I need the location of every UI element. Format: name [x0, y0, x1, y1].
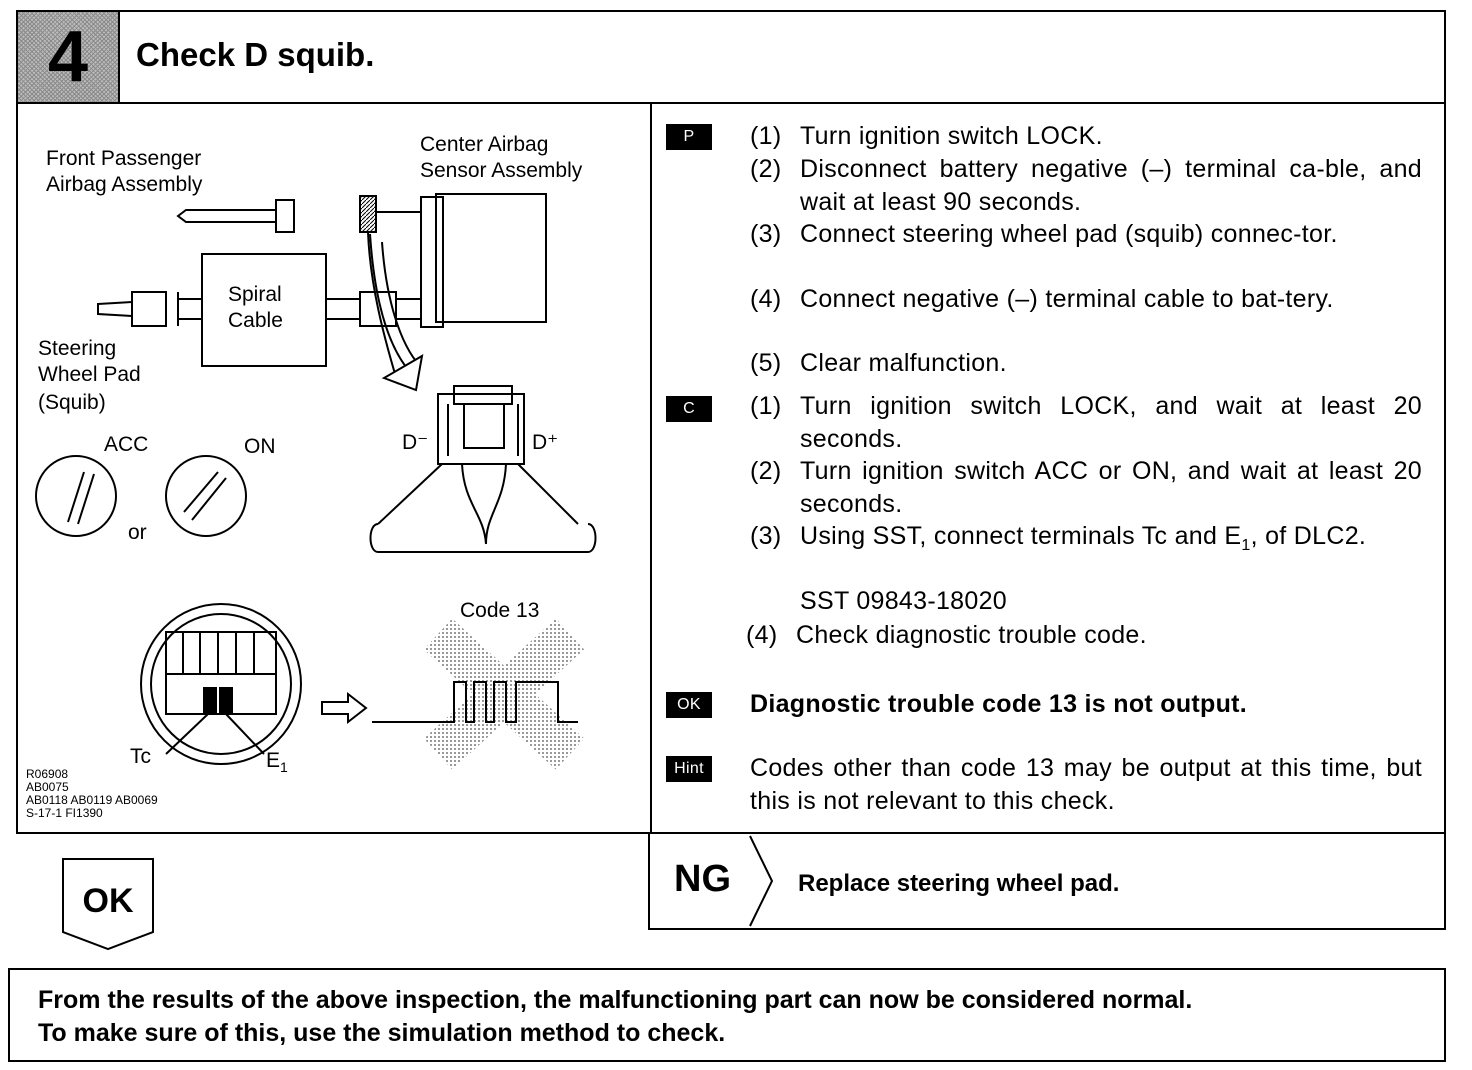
hollow-arrow [321, 691, 368, 725]
dlc2-connector [140, 603, 302, 765]
conclusion-line-1: From the results of the above inspection… [38, 986, 1193, 1014]
label-steering-3: (Squib) [38, 391, 106, 414]
main-panel: Front Passenger Airbag Assembly Center A… [16, 102, 1446, 834]
squib-connector [369, 385, 597, 553]
p-step-2: (2)Disconnect battery negative (–) termi… [750, 155, 1422, 216]
ng-chevron [749, 835, 774, 927]
label-d-plus: D⁺ [532, 431, 559, 454]
curved-arrow [369, 233, 424, 392]
p-step-3: (3)Connect steering wheel pad (squib) co… [750, 220, 1338, 248]
ok-arrow-shape [62, 858, 154, 951]
p-step-1: (1)Turn ignition switch LOCK. [750, 122, 1103, 150]
front-passenger-connector [176, 199, 295, 233]
ok-result-box: OK [62, 858, 154, 951]
center-airbag-sensor [359, 193, 547, 385]
label-code-13: Code 13 [460, 599, 540, 622]
label-on: ON [244, 435, 276, 458]
wiring-diagram [35, 193, 597, 770]
code-13-waveform [372, 618, 585, 770]
badge-ok: OK [666, 692, 712, 718]
conclusion-text: From the results of the above inspection… [38, 984, 1192, 1050]
c-step-3: (3)Using SST, connect terminals Tc and E… [750, 522, 1367, 554]
step-header: 4 Check D squib. [16, 10, 1446, 104]
label-spiral-2: Cable [228, 309, 283, 332]
label-steering: Steering [38, 337, 117, 360]
figure-ref-1: R06908 [26, 767, 69, 781]
badge-hint: Hint [666, 756, 712, 782]
p-step-5: (5)Clear malfunction. [750, 349, 1007, 377]
label-d-minus: D⁻ [402, 431, 429, 454]
ng-label: NG [674, 858, 731, 900]
p-step-4: (4)Connect negative (–) terminal cable t… [750, 285, 1334, 313]
on-key [183, 471, 227, 521]
ok-label: OK [82, 882, 134, 920]
figure-ref-2: AB0075 [26, 780, 69, 794]
label-front-passenger-2: Airbag Assembly [46, 173, 203, 196]
badge-c: C [666, 396, 712, 422]
wiring-illustration: Front Passenger Airbag Assembly Center A… [18, 104, 650, 832]
label-tc: Tc [130, 745, 151, 768]
label-center-sensor-2: Sensor Assembly [420, 159, 583, 182]
label-center-sensor: Center Airbag [420, 133, 549, 156]
c-step-2: (2)Turn ignition switch ACC or ON, and w… [750, 457, 1422, 518]
conclusion-line-2: To make sure of this, use the simulation… [38, 1019, 726, 1047]
badge-p: P [666, 124, 712, 150]
ng-result-box: NG Replace steering wheel pad. [648, 832, 1446, 930]
c-step-sst: SST 09843-18020 [800, 587, 1007, 615]
acc-key [67, 471, 95, 525]
label-front-passenger: Front Passenger [46, 147, 202, 170]
hint-text: Codes other than code 13 may be output a… [750, 754, 1422, 815]
figure-ref-3: AB0118 AB0119 AB0069 [26, 793, 158, 807]
conclusion-box: From the results of the above inspection… [8, 968, 1446, 1062]
c-step-1: (1)Turn ignition switch LOCK, and wait a… [750, 392, 1422, 453]
figure-ref-4: S-17-1 FI1390 [26, 806, 103, 820]
ng-action-text: Replace steering wheel pad. [798, 870, 1120, 897]
page-title: Check D squib. [136, 36, 375, 73]
label-steering-2: Wheel Pad [38, 363, 141, 386]
label-e1: E1 [266, 749, 288, 776]
label-or: or [128, 521, 147, 544]
label-acc: ACC [104, 433, 149, 456]
column-divider [650, 104, 652, 832]
label-spiral: Spiral [228, 283, 282, 306]
ok-result: Diagnostic trouble code 13 is not output… [750, 690, 1248, 718]
c-step-4: (4)Check diagnostic trouble code. [746, 621, 1147, 649]
step-number: 4 [18, 12, 120, 102]
spiral-cable [97, 253, 421, 367]
